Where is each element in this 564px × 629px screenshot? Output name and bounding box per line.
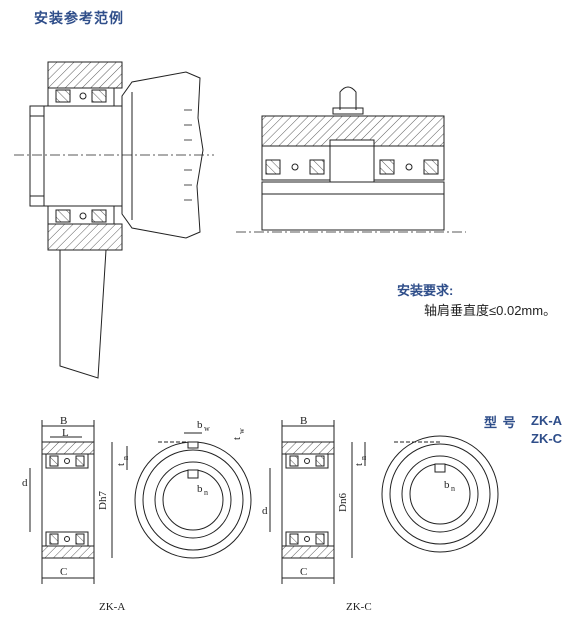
dim-b-zk-c: B xyxy=(300,415,307,427)
zk-c-section xyxy=(269,420,353,584)
dim-bn-zk-c-sub: n xyxy=(451,484,455,493)
dim-c-zk-a: C xyxy=(60,566,67,578)
dim-tw: t xyxy=(231,437,243,440)
install-example-left xyxy=(14,61,214,379)
model-zk-a: ZK-A xyxy=(531,413,563,428)
model-zk-c: ZK-C xyxy=(531,431,563,446)
dim-bw-sub: w xyxy=(204,424,210,433)
dim-bn-zk-a: b xyxy=(197,483,203,495)
dim-tn-zk-a-sub: n xyxy=(121,456,130,460)
dim-d-zk-a: d xyxy=(22,477,28,489)
dim-c-zk-c: C xyxy=(300,566,307,578)
requirements-text: 轴肩垂直度≤0.02mm。 xyxy=(424,303,557,318)
dim-tn-zk-c-sub: n xyxy=(359,456,368,460)
dim-l-zk-a: L xyxy=(62,427,69,439)
dim-dn6: Dn6 xyxy=(337,493,349,512)
zk-a-front xyxy=(126,432,252,559)
model-label: 型 号 xyxy=(484,415,517,430)
dim-d-zk-c: d xyxy=(262,505,268,517)
requirements-title: 安装要求: xyxy=(397,283,454,298)
dim-bw: b xyxy=(197,419,203,431)
section-title: 安装参考范例 xyxy=(34,10,124,26)
caption-zk-c: ZK-C xyxy=(346,601,372,613)
install-example-right xyxy=(236,86,466,233)
dim-bn-zk-a-sub: n xyxy=(204,488,208,497)
dim-tw-sub: w xyxy=(237,428,246,434)
caption-zk-a: ZK-A xyxy=(99,601,126,613)
zk-c-front xyxy=(364,435,499,553)
dim-dh7: Dh7 xyxy=(97,491,109,510)
zk-a-section xyxy=(29,420,113,584)
dim-tn-zk-c: t xyxy=(353,463,365,466)
dim-b-zk-a: B xyxy=(60,415,67,427)
dim-bn-zk-c: b xyxy=(444,479,450,491)
dim-tn-zk-a: t xyxy=(115,463,127,466)
